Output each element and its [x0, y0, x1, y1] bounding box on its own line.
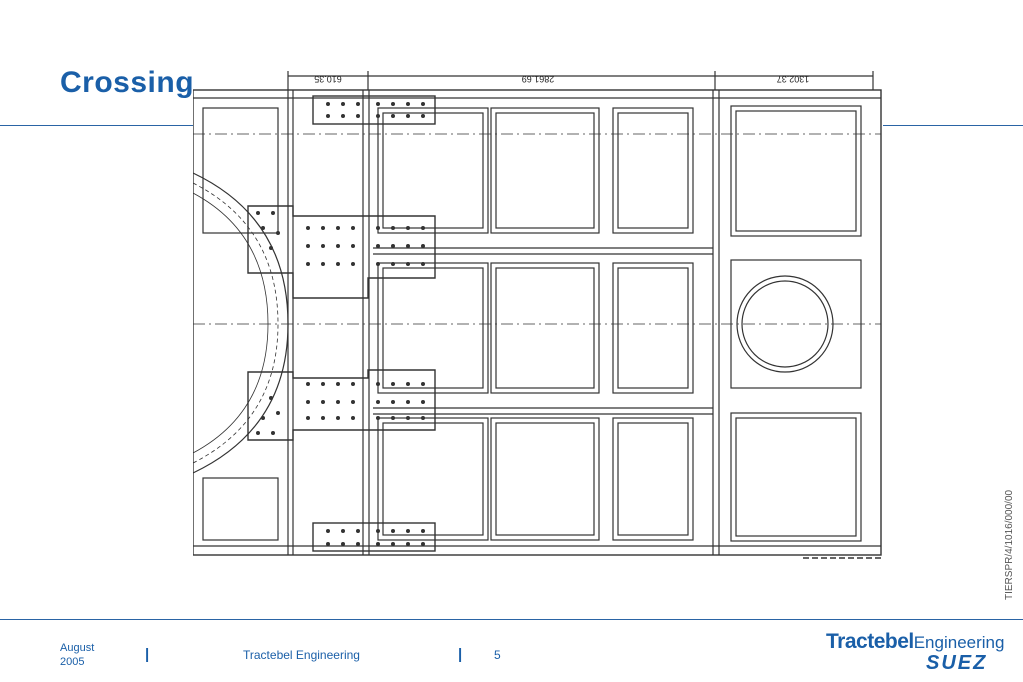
logo-brand: Tractebel — [826, 630, 914, 653]
footer-divider — [0, 619, 1023, 620]
dimension-label-3: 1302.37 — [777, 74, 810, 84]
slide-title: Crossing — [60, 66, 195, 99]
company-logo: TractebelEngineering SUEZ — [826, 630, 1011, 676]
document-code: TIERSPR/4/1016/000/00 — [1004, 489, 1015, 600]
footer-company: Tractebel Engineering — [243, 648, 360, 662]
dimension-label-2: 2861.69 — [522, 74, 555, 84]
dimension-label-1: 610.35 — [314, 74, 342, 84]
page-number: 5 — [494, 648, 501, 662]
footer-date: August 2005 — [60, 642, 95, 668]
footer-separator-2: | — [458, 646, 463, 663]
logo-brand-sub: Engineering — [913, 633, 1005, 652]
footer-separator-1: | — [145, 646, 150, 663]
technical-drawing: 610.35 2861.69 1302.37 — [193, 68, 883, 563]
logo-suez: SUEZ — [926, 652, 988, 674]
